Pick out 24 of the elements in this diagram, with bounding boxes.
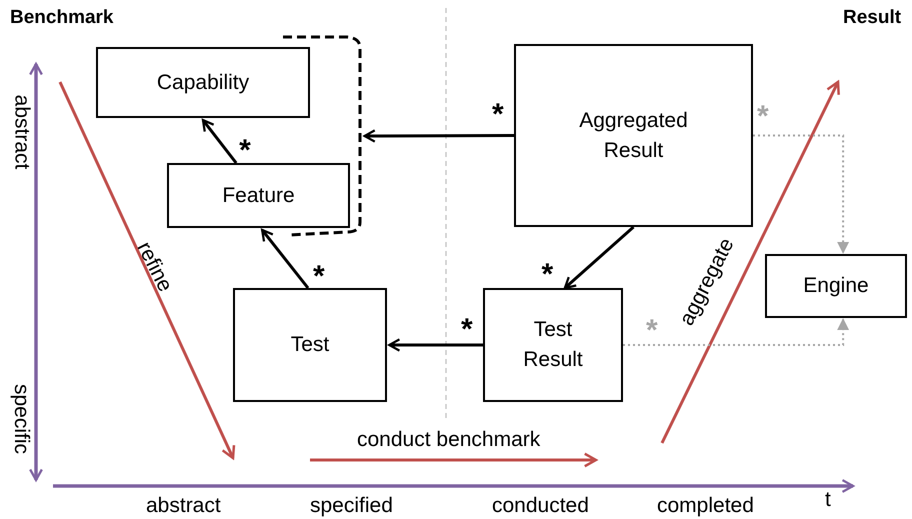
heading: Benchmark: [10, 6, 114, 30]
arrow: [753, 134, 850, 254]
process-box: Aggregated Result: [514, 44, 753, 227]
process-box: Capability: [96, 47, 310, 118]
heading: Result: [843, 6, 902, 30]
arrow: [364, 129, 514, 143]
arrow-label: conduct benchmark: [357, 428, 540, 452]
process-box: Engine: [765, 254, 907, 318]
arrow: [260, 228, 310, 289]
arrow-label: refine: [132, 238, 177, 296]
process-box: Test Result: [483, 288, 623, 402]
arrow: [564, 226, 634, 290]
process-box: Feature: [167, 163, 350, 228]
tick-label: specified: [310, 494, 393, 518]
axis-label: specific: [9, 384, 34, 454]
arrow: [388, 338, 483, 352]
arrow: [623, 318, 850, 346]
process-box: Test: [233, 288, 387, 402]
arrow: [202, 119, 238, 164]
axis-label: t: [825, 488, 831, 512]
tick-label: conducted: [492, 494, 589, 518]
tick-label: completed: [657, 494, 754, 518]
tick-label: abstract: [146, 494, 221, 518]
axis-label: abstract: [9, 94, 34, 170]
